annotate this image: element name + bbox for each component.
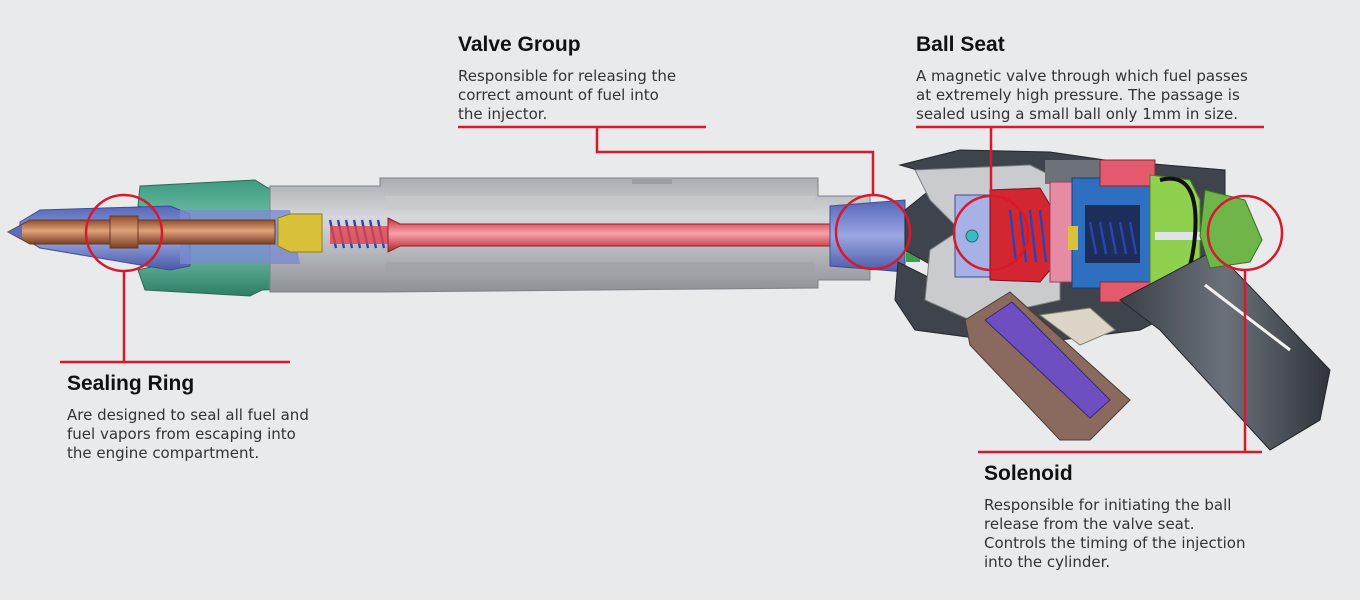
valve-piston-assembly — [277, 213, 841, 253]
ball-seat-line-1: A magnetic valve through which fuel pass… — [916, 67, 1248, 85]
solenoid-callout: Solenoid Responsible for initiating the … — [984, 462, 1284, 572]
solenoid-line-3: Controls the timing of the injection — [984, 534, 1246, 552]
valve-group-leader — [458, 125, 875, 195]
nozzle — [6, 205, 300, 271]
ball-seat-line-2: at extremely high pressure. The passage … — [916, 86, 1240, 104]
valve-group-callout: Valve Group Responsible for releasing th… — [458, 33, 708, 124]
solenoid-description: Responsible for initiating the ball rele… — [984, 496, 1284, 572]
ball-seat-line-3: sealed using a small ball only 1mm in si… — [916, 105, 1239, 123]
ball-seat-callout: Ball Seat A magnetic valve through which… — [916, 33, 1266, 124]
sealing-ring-callout: Sealing Ring Are designed to seal all fu… — [67, 372, 327, 463]
solenoid-line-1: Responsible for initiating the ball — [984, 496, 1232, 514]
solenoid-leader — [978, 270, 1262, 454]
leader-lines — [60, 125, 1264, 454]
valve-group-title: Valve Group — [458, 33, 581, 56]
sealing-ring-line-1: Are designed to seal all fuel and — [67, 406, 309, 424]
sealing-ring-line-2: fuel vapors from escaping into — [67, 425, 296, 443]
sealing-ring-leader — [60, 271, 290, 364]
sealing-ring-line-3: the engine compartment. — [67, 444, 260, 462]
valve-group-line-2: correct amount of fuel into — [458, 86, 659, 104]
ball-spring — [1008, 209, 1138, 263]
ball-seat-leader — [916, 125, 1264, 196]
valve-group-line-3: the injector. — [458, 105, 548, 123]
ball-seat-title: Ball Seat — [916, 33, 1005, 56]
sealing-ring-title: Sealing Ring — [67, 372, 195, 395]
ball-seat-description: A magnetic valve through which fuel pass… — [916, 67, 1266, 124]
sealing-ring-description: Are designed to seal all fuel and fuel v… — [67, 406, 327, 463]
solenoid-title: Solenoid — [984, 462, 1073, 485]
solenoid-line-4: into the cylinder. — [984, 553, 1111, 571]
valve-group-line-1: Responsible for releasing the — [458, 67, 677, 85]
fuel-inlet-fitting — [964, 291, 1131, 441]
valve-group-description: Responsible for releasing the correct am… — [458, 67, 708, 124]
solenoid-line-2: release from the valve seat. — [984, 515, 1195, 533]
